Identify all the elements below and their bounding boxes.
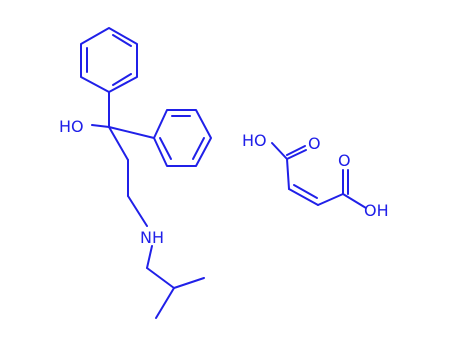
- acid-hydroxyl-right-label: OH: [364, 201, 389, 220]
- butanol-chain: [91, 91, 155, 227]
- acid-hydroxyl-top-label: HO: [242, 131, 267, 150]
- carbonyl-oxygen-right-label: O: [338, 151, 351, 170]
- amine-label: NH: [140, 228, 164, 247]
- phenyl-ring-top: [80, 27, 138, 93]
- phenyl-ring-right: [153, 109, 212, 167]
- isobutyl-group: [146, 245, 205, 319]
- hydroxyl-label: HO: [59, 117, 84, 136]
- maleic-acid: [271, 142, 367, 209]
- carbonyl-oxygen-top-label: O: [308, 134, 321, 153]
